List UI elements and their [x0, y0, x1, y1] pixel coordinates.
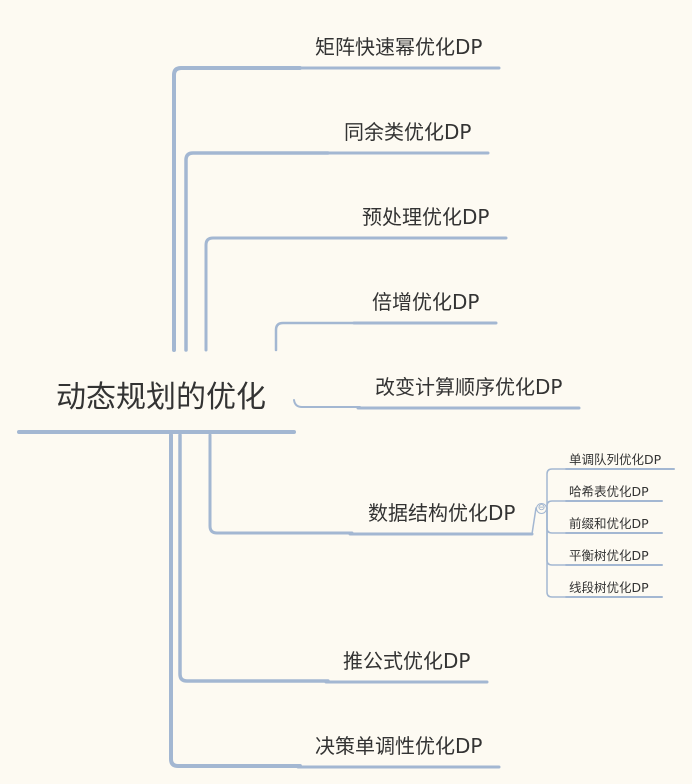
- connector-sub-3: [546, 507, 571, 534]
- branch-node-formula[interactable]: 推公式优化DP: [343, 649, 471, 673]
- connector-branch-4: [274, 321, 358, 352]
- connector-branch-1: [172, 66, 302, 352]
- connector-sub-1: [546, 468, 571, 509]
- connector-sub-4: [546, 507, 571, 566]
- connector-branch-5: [293, 399, 361, 408]
- connector-branch-7: [178, 433, 330, 683]
- sub-node-prefix-sum[interactable]: 前缀和优化DP: [569, 516, 649, 531]
- connector-branch-8: [169, 433, 302, 768]
- connector-sub-2: [546, 500, 571, 509]
- branch-node-congruence-class[interactable]: 同余类优化DP: [344, 120, 472, 144]
- branch-node-decision-monotonicity[interactable]: 决策单调性优化DP: [315, 734, 483, 758]
- sub-node-segment-tree[interactable]: 线段树优化DP: [569, 580, 649, 595]
- connector-branch-6: [208, 433, 354, 535]
- branch-node-matrix-power[interactable]: 矩阵快速幂优化DP: [315, 35, 483, 59]
- branch-node-doubling[interactable]: 倍增优化DP: [372, 290, 480, 314]
- connector-branch-3: [204, 236, 348, 352]
- sub-node-balanced-tree[interactable]: 平衡树优化DP: [569, 548, 649, 563]
- root-node[interactable]: 动态规划的优化: [56, 380, 266, 415]
- branch-node-data-structure[interactable]: 数据结构优化DP: [368, 501, 516, 525]
- sub-node-monotonic-queue[interactable]: 单调队列优化DP: [569, 452, 662, 467]
- connector-branch-2: [184, 151, 330, 352]
- sub-node-hash-table[interactable]: 哈希表优化DP: [569, 484, 649, 499]
- collapse-toggle-icon[interactable]: ⊖: [536, 503, 547, 514]
- connector-sub-5: [546, 507, 571, 598]
- branch-node-computation-order[interactable]: 改变计算顺序优化DP: [375, 375, 563, 399]
- branch-node-preprocessing[interactable]: 预处理优化DP: [362, 205, 490, 229]
- connector-sub-stem: [531, 507, 537, 535]
